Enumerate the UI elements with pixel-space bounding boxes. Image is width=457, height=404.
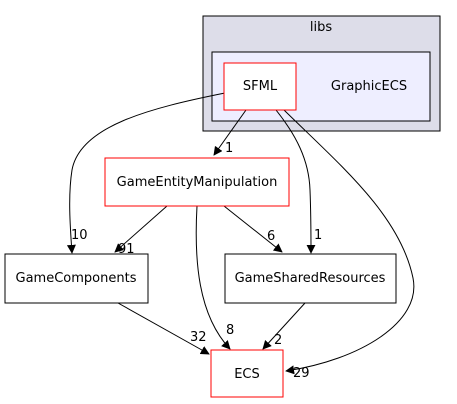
edge-label-game-entity-manipulation-to-ecs: 8	[226, 323, 234, 338]
edge-game-components-to-ecs	[117, 302, 210, 355]
edge-labels: 1 10 1 29 91 6 8 32 2	[71, 141, 322, 381]
edge-sfml-to-game-entity-manipulation	[213, 109, 247, 156]
edge-sfml-to-game-components	[66, 92, 226, 254]
edge-game-entity-manipulation-to-game-components	[114, 205, 168, 253]
node-game-entity-manipulation-label: GameEntityManipulation	[117, 175, 278, 190]
node-game-components-label: GameComponents	[16, 271, 137, 286]
edge-label-game-components-to-ecs: 32	[190, 330, 207, 345]
edge-label-sfml-to-game-entity-manipulation: 1	[225, 141, 233, 156]
edge-label-sfml-to-game-components: 10	[71, 228, 88, 243]
node-ecs-label: ECS	[234, 367, 260, 382]
node-game-entity-manipulation-box	[104, 157, 290, 207]
node-game-components[interactable]: GameComponents	[4, 253, 149, 304]
edge-game-entity-manipulation-to-game-shared-resources	[223, 205, 283, 253]
edge-label-game-entity-manipulation-to-game-components: 91	[118, 242, 135, 257]
edge-game-entity-manipulation-to-ecs	[195, 205, 231, 350]
node-sfml-box	[223, 62, 297, 111]
node-game-shared-resources[interactable]: GameSharedResources	[224, 253, 397, 304]
node-ecs-box	[210, 349, 284, 398]
cluster-libs-label: libs	[310, 20, 332, 35]
edge-label-game-entity-manipulation-to-game-shared-resources: 6	[267, 229, 275, 244]
edge-label-sfml-to-game-shared-resources: 1	[314, 228, 322, 243]
edge-sfml-to-ecs	[283, 109, 415, 375]
edge-label-game-shared-resources-to-ecs: 2	[274, 333, 282, 348]
node-sfml-label: SFML	[243, 79, 278, 94]
node-game-components-box	[4, 253, 149, 304]
node-game-shared-resources-label: GameSharedResources	[235, 271, 386, 286]
node-game-entity-manipulation[interactable]: GameEntityManipulation	[104, 157, 290, 207]
edge-sfml-to-game-shared-resources	[275, 109, 316, 254]
node-game-shared-resources-box	[224, 253, 397, 304]
node-ecs[interactable]: ECS	[210, 349, 284, 398]
edge-label-sfml-to-ecs: 29	[293, 366, 310, 381]
edge-game-shared-resources-to-ecs	[262, 302, 306, 350]
edges	[66, 92, 415, 375]
node-sfml[interactable]: SFML	[223, 62, 297, 111]
cluster-graphic-ecs-label: GraphicECS	[331, 79, 407, 94]
